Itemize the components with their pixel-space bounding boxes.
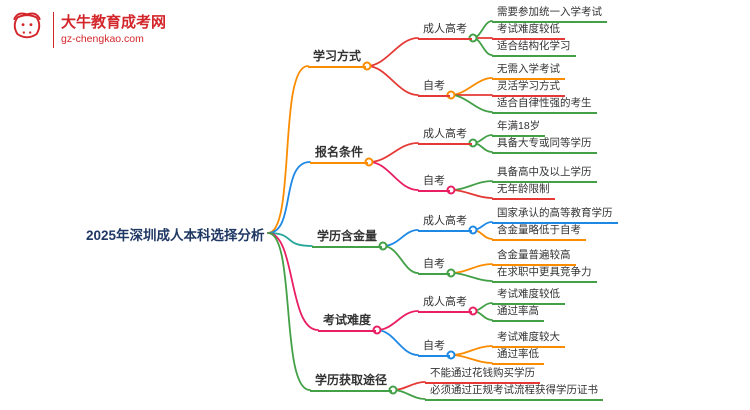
leaf-node: 适合自律性强的考生 [492, 97, 597, 114]
site-logo[interactable]: 大牛教育成考网 gz-chengkao.com [8, 8, 166, 51]
leaf-node: 具备大专或同等学历 [492, 137, 597, 154]
leaf-node: 考试难度较大 [492, 331, 565, 348]
leaf-node: 适合结构化学习 [492, 40, 576, 57]
branch-study-method: 学习方式 [308, 49, 367, 68]
leaf-node: 无年龄限制 [492, 183, 555, 200]
leaf-node: 含金量略低于自考 [492, 224, 586, 241]
leaf-node: 具备高中及以上学历 [492, 166, 597, 183]
subnode-zikao-2: 自考 [418, 174, 450, 192]
leaf-node: 灵活学习方式 [492, 80, 565, 97]
logo-divider [53, 11, 54, 48]
leaf-node: 含金量普遍较高 [492, 249, 576, 266]
leaf-node: 通过率高 [492, 305, 544, 322]
logo-url: gz-chengkao.com [61, 33, 144, 45]
subnode-chengkao-4: 成人高考 [418, 295, 472, 313]
leaf-node: 需要参加统一入学考试 [492, 6, 607, 23]
branch-credential-acquisition: 学历获取途径 [310, 373, 393, 392]
subnode-zikao-3: 自考 [418, 257, 450, 275]
subnode-chengkao-2: 成人高考 [418, 127, 472, 145]
branch-credential-value: 学历含金量 [312, 229, 383, 248]
leaf-node: 考试难度较低 [492, 288, 565, 305]
leaf-node: 在求职中更具竞争力 [492, 266, 597, 283]
leaf-node: 考试难度较低 [492, 23, 565, 40]
branch-exam-difficulty: 考试难度 [318, 313, 377, 332]
logo-title: 大牛教育成考网 [61, 14, 167, 31]
leaf-node: 无需入学考试 [492, 63, 565, 80]
central-topic: 2025年深圳成人本科选择分析 [86, 228, 265, 243]
leaf-node: 国家承认的高等教育学历 [492, 207, 618, 224]
subnode-chengkao-1: 成人高考 [418, 22, 472, 40]
bull-logo-icon [8, 8, 46, 51]
leaf-node: 年满18岁 [492, 120, 546, 137]
leaf-node: 不能通过花钱购买学历 [425, 367, 540, 384]
branch-enrollment-requirements: 报名条件 [310, 145, 369, 164]
subnode-chengkao-3: 成人高考 [418, 214, 472, 232]
subnode-zikao-1: 自考 [418, 79, 450, 97]
leaf-node: 通过率低 [492, 348, 544, 365]
subnode-zikao-4: 自考 [418, 339, 450, 357]
leaf-node: 必须通过正规考试流程获得学历证书 [425, 384, 603, 401]
